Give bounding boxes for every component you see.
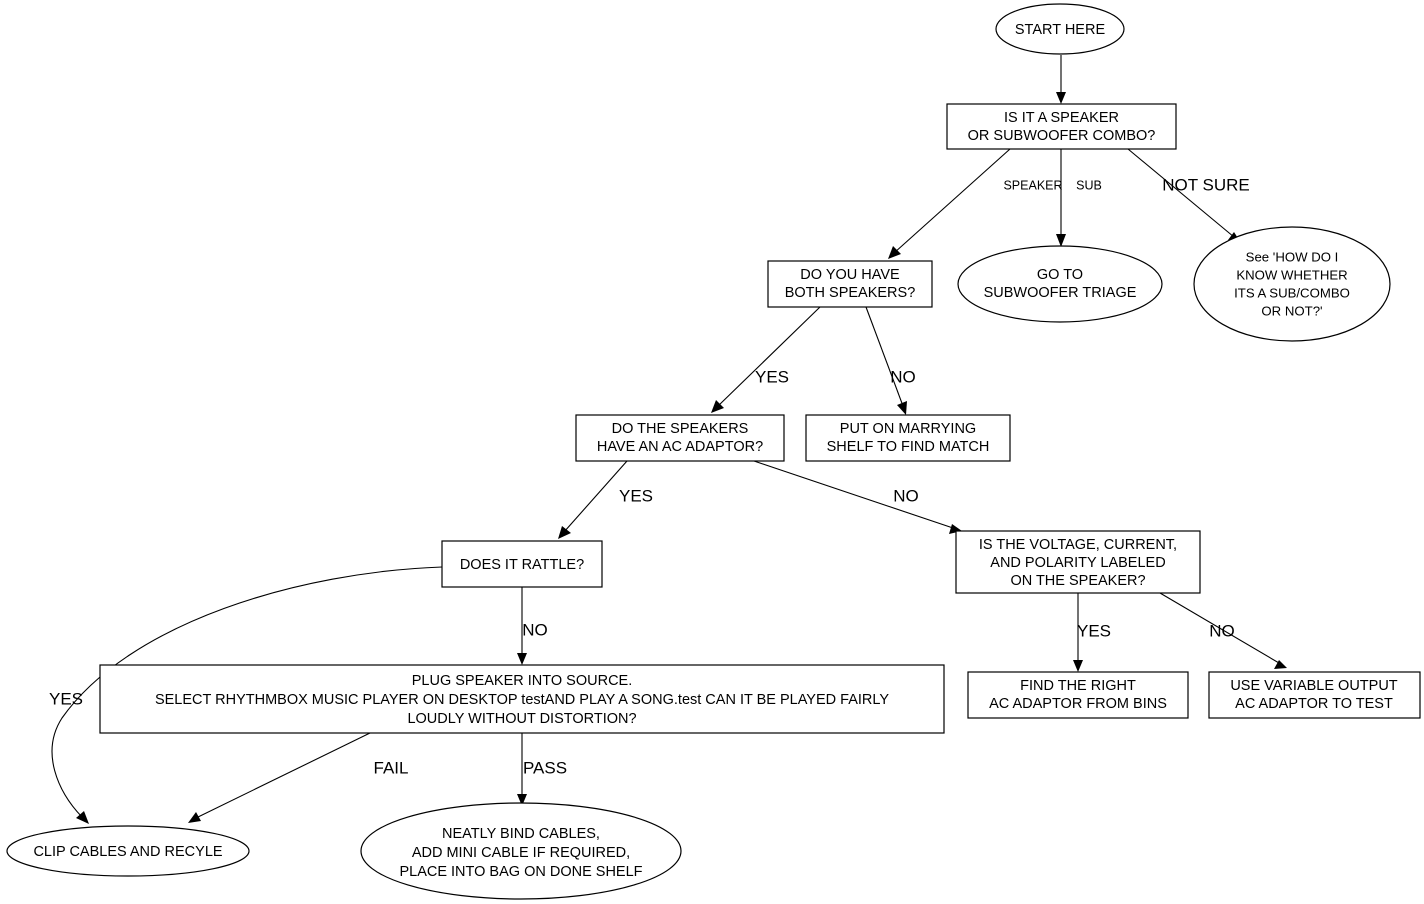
edge-ac-adaptor-to-does-it-rattle — [558, 460, 628, 539]
edge-label-voltage-no: NO — [1209, 621, 1235, 640]
edge-start-to-is-speaker — [1056, 55, 1066, 104]
node-do-speakers-have-ac-adaptor-line-1: HAVE AN AC ADAPTOR? — [597, 439, 763, 455]
node-clip-cables-and-recyle-line-0: CLIP CABLES AND RECYLE — [33, 844, 222, 860]
edge-label-speaker: SPEAKER — [1003, 178, 1062, 192]
node-is-it-a-speaker-shape[interactable] — [946, 103, 1177, 150]
node-plug-speaker-into-source[interactable]: PLUG SPEAKER INTO SOURCE. SELECT RHYTHMB… — [99, 664, 945, 734]
node-is-voltage-labeled-line-0: IS THE VOLTAGE, CURRENT, — [979, 537, 1177, 553]
edge-is-speaker-to-both-speakers — [888, 148, 1011, 259]
node-put-on-marrying-shelf-line-0: PUT ON MARRYING — [840, 421, 976, 437]
node-how-do-i-know-sub-combo-shape[interactable] — [1193, 226, 1391, 342]
node-is-voltage-labeled-line-2: ON THE SPEAKER? — [1010, 573, 1145, 589]
node-go-to-subwoofer-triage-line-1: SUBWOOFER TRIAGE — [984, 285, 1137, 301]
node-is-it-a-speaker[interactable]: IS IT A SPEAKER OR SUBWOOFER COMBO? — [946, 103, 1177, 150]
node-start-here-line-0: START HERE — [1015, 22, 1106, 38]
node-how-do-i-know-line-2: ITS A SUB/COMBO — [1234, 285, 1350, 300]
edge-ac-adaptor-to-voltage-labeled — [753, 460, 962, 534]
edge-does-it-rattle-to-plug-speaker — [517, 587, 527, 665]
node-how-do-i-know-line-1: KNOW WHETHER — [1236, 267, 1347, 282]
node-is-voltage-labeled-line-1: AND POLARITY LABELED — [990, 555, 1165, 571]
node-do-speakers-have-ac-adaptor-line-0: DO THE SPEAKERS — [612, 421, 749, 437]
node-use-variable-output-line-0: USE VARIABLE OUTPUT — [1230, 678, 1397, 694]
node-does-it-rattle[interactable]: DOES IT RATTLE? — [441, 540, 603, 588]
node-do-you-have-both-speakers[interactable]: DO YOU HAVE BOTH SPEAKERS? — [767, 260, 933, 308]
node-put-on-marrying-shelf-shape[interactable] — [805, 414, 1011, 462]
edge-label-ac-adaptor-no: NO — [893, 486, 919, 505]
node-put-on-marrying-shelf-line-1: SHELF TO FIND MATCH — [827, 439, 990, 455]
node-how-do-i-know-line-0: See 'HOW DO I — [1246, 249, 1339, 264]
node-is-voltage-labeled[interactable]: IS THE VOLTAGE, CURRENT, AND POLARITY LA… — [955, 530, 1201, 594]
node-start-here-shape[interactable] — [995, 3, 1125, 55]
node-go-to-subwoofer-triage-line-0: GO TO — [1037, 267, 1083, 283]
edge-voltage-to-find-right-adaptor — [1073, 593, 1083, 672]
node-put-on-marrying-shelf[interactable]: PUT ON MARRYING SHELF TO FIND MATCH — [805, 414, 1011, 462]
node-do-speakers-have-ac-adaptor[interactable]: DO THE SPEAKERS HAVE AN AC ADAPTOR? — [575, 414, 785, 462]
node-how-do-i-know-sub-combo[interactable]: See 'HOW DO I KNOW WHETHER ITS A SUB/COM… — [1193, 226, 1391, 342]
node-find-right-ac-adaptor-line-1: AC ADAPTOR FROM BINS — [989, 696, 1167, 712]
node-go-to-subwoofer-triage-shape[interactable] — [957, 245, 1163, 323]
edge-label-rattle-yes: YES — [49, 689, 83, 708]
node-clip-cables-and-recyle-shape[interactable] — [6, 825, 250, 877]
edge-label-rattle-no: NO — [522, 620, 548, 639]
node-use-variable-output-adaptor[interactable]: USE VARIABLE OUTPUT AC ADAPTOR TO TEST — [1208, 671, 1421, 719]
node-plug-speaker-line-1: SELECT RHYTHMBOX MUSIC PLAYER ON DESKTOP… — [155, 692, 889, 708]
node-is-it-a-speaker-line-1: OR SUBWOOFER COMBO? — [968, 128, 1156, 144]
node-clip-cables-and-recyle[interactable]: CLIP CABLES AND RECYLE — [6, 825, 250, 877]
node-layer: START HERE IS IT A SPEAKER OR SUBWOOFER … — [6, 3, 1421, 900]
edge-plug-speaker-to-clip-cables — [188, 732, 371, 823]
node-do-you-have-both-speakers-line-1: BOTH SPEAKERS? — [785, 285, 916, 301]
node-find-right-ac-adaptor[interactable]: FIND THE RIGHT AC ADAPTOR FROM BINS — [967, 671, 1189, 719]
edge-label-both-speakers-no: NO — [890, 367, 916, 386]
edge-label-voltage-yes: YES — [1077, 621, 1111, 640]
node-does-it-rattle-shape[interactable] — [441, 540, 603, 588]
node-start-here[interactable]: START HERE — [995, 3, 1125, 55]
node-neatly-bind-line-1: ADD MINI CABLE IF REQUIRED, — [412, 845, 630, 861]
node-how-do-i-know-line-3: OR NOT?' — [1261, 303, 1322, 318]
edge-voltage-to-variable-output — [1159, 592, 1287, 669]
node-neatly-bind-line-0: NEATLY BIND CABLES, — [442, 826, 600, 842]
node-neatly-bind-line-2: PLACE INTO BAG ON DONE SHELF — [399, 864, 642, 880]
edge-both-speakers-to-ac-adaptor — [711, 306, 821, 413]
node-is-voltage-labeled-shape[interactable] — [955, 530, 1201, 594]
edge-layer — [51, 55, 1287, 824]
node-does-it-rattle-line-0: DOES IT RATTLE? — [460, 557, 584, 573]
edge-label-fail: FAIL — [374, 758, 409, 777]
node-use-variable-output-adaptor-shape[interactable] — [1208, 671, 1421, 719]
node-plug-speaker-line-0: PLUG SPEAKER INTO SOURCE. — [412, 673, 633, 689]
edge-label-sub: SUB — [1076, 178, 1102, 192]
node-plug-speaker-into-source-shape[interactable] — [99, 664, 945, 734]
node-go-to-subwoofer-triage[interactable]: GO TO SUBWOOFER TRIAGE — [957, 245, 1163, 323]
edge-plug-speaker-to-neatly-bind — [517, 733, 527, 806]
node-use-variable-output-line-1: AC ADAPTOR TO TEST — [1235, 696, 1393, 712]
edge-label-both-speakers-yes: YES — [755, 367, 789, 386]
edge-is-speaker-to-subwoofer-triage — [1056, 149, 1066, 247]
node-do-speakers-have-ac-adaptor-shape[interactable] — [575, 414, 785, 462]
edge-label-pass: PASS — [523, 758, 567, 777]
node-neatly-bind-cables-shape[interactable] — [360, 802, 682, 900]
node-is-it-a-speaker-line-0: IS IT A SPEAKER — [1004, 110, 1119, 126]
node-find-right-ac-adaptor-line-0: FIND THE RIGHT — [1020, 678, 1136, 694]
edge-both-speakers-to-marrying-shelf — [865, 306, 907, 415]
node-find-right-ac-adaptor-shape[interactable] — [967, 671, 1189, 719]
node-do-you-have-both-speakers-line-0: DO YOU HAVE — [800, 267, 900, 283]
edge-label-ac-adaptor-yes: YES — [619, 486, 653, 505]
edge-label-layer: SPEAKER SUB NOT SURE YES NO YES NO YES N… — [49, 175, 1250, 777]
node-do-you-have-both-speakers-shape[interactable] — [767, 260, 933, 308]
edge-is-speaker-to-how-do-i-know — [1127, 148, 1241, 243]
node-neatly-bind-cables[interactable]: NEATLY BIND CABLES, ADD MINI CABLE IF RE… — [360, 802, 682, 900]
node-plug-speaker-line-2: LOUDLY WITHOUT DISTORTION? — [407, 711, 636, 727]
edge-label-not-sure: NOT SURE — [1162, 175, 1250, 194]
